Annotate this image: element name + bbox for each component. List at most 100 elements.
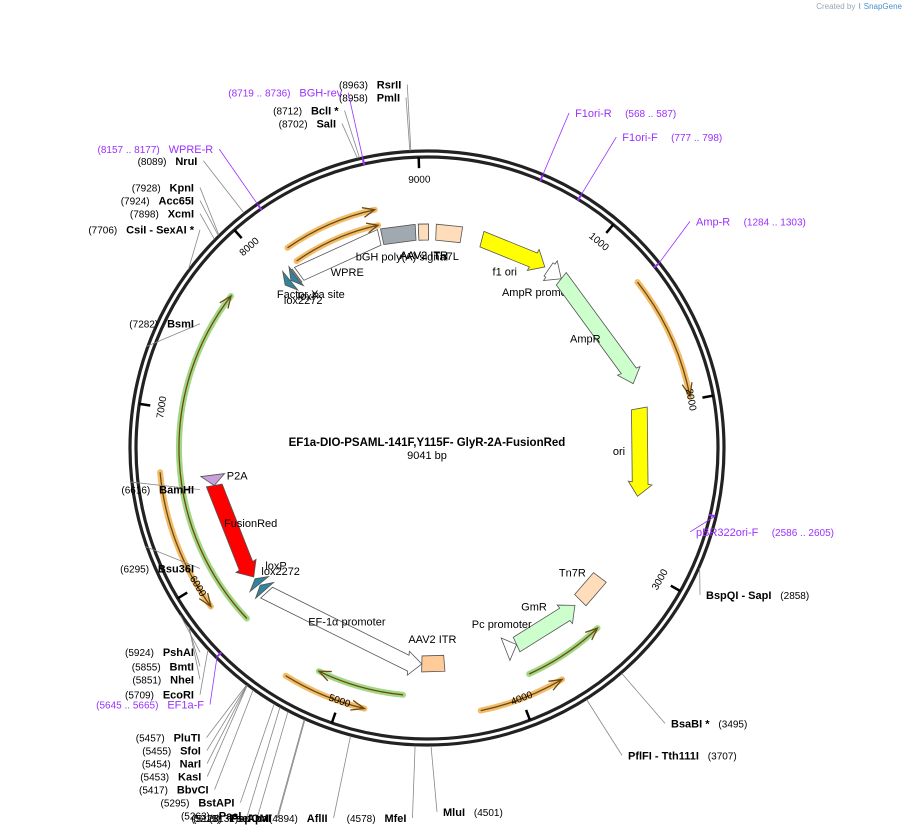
tick-label: 1000 [586,231,610,254]
site-name: SfoI [180,746,201,758]
site-leader-line [199,187,220,235]
site-name: Acc65I [159,196,194,208]
site-fsei: (5219) FseI [191,809,251,826]
site-position: (2858) [780,591,809,602]
site-sfoi: (5455) SfoI [142,742,201,759]
site-ecori: (5709) EcoRI [125,686,194,703]
feature-gmr [512,604,576,653]
site-name: PflFI - Tth111I [628,750,699,762]
feature-label: Factor Xa site [277,289,345,301]
site-position: (5924) [125,648,154,659]
site-position: (8702) [279,120,308,131]
site-leader-line [276,719,305,819]
site-name: Bsu36I [158,564,194,576]
primer-name: F1ori-F [622,132,658,144]
site-bspqi-sapi: BspQI - SapI (2858) [706,586,809,603]
site-name: MfeI [384,813,406,825]
site-pluti: (5457) PluTI [136,729,201,746]
primer-f1ori-r: F1ori-R (568 .. 587) [575,104,676,121]
primer-pbr322ori-f: pBR322ori-F (2586 .. 2605) [696,523,834,540]
site-leader-line [199,213,215,240]
site-mfei: (4578) MfeI [347,809,407,826]
orf-arrowhead [317,670,332,682]
site-mlui: MluI (4501) [443,803,503,820]
orf-arrowhead [548,678,564,691]
feature-label: Pc promoter [472,619,532,631]
primer-name: BGH-rev [299,88,342,100]
site-name: BstAPI [198,798,234,810]
site-pflfi-tth111i: PflFI - Tth111I (3707) [628,746,737,763]
feature-label: GmR [521,601,547,613]
site-position: (7282) [129,320,158,331]
orf-arc-core [287,209,375,249]
site-nrui: (8089) NruI [138,152,198,169]
site-leader-line [621,673,666,724]
site-leader-line [145,546,201,569]
site-bsmi: (7282) BsmI [129,315,194,332]
orf-arc-core [159,472,212,607]
feature-fusionred [205,483,257,578]
site-bmti: (5855) BmtI [132,657,194,674]
site-name: NarI [180,759,201,771]
site-position: (3707) [708,751,737,762]
orf-arc-core [636,281,691,397]
site-csii-sexai: (7706) CsiI - SexAI * [88,221,194,238]
site-leader-line [240,703,275,803]
snapgene-credit: Created by ⌇ SnapGene [816,2,902,11]
feature-aav2-itr [421,654,446,673]
site-name: PspOMI [231,813,272,825]
feature-label: Tn7L [434,251,459,263]
tick-mark [233,229,243,239]
site-position: (5851) [132,675,161,686]
site-position: (5709) [125,691,154,702]
orf-arrowhead [350,699,367,711]
feature-label: loxP [298,291,319,303]
site-position: (7928) [132,184,161,195]
site-xcmi: (7898) XcmI [130,205,194,222]
site-name: BspQI - SapI [706,590,771,602]
site-position: (5455) [142,747,171,758]
site-name: AflII [307,813,328,825]
tick-label: 2000 [683,388,698,412]
site-leader-line [146,323,201,347]
site-leader-line [188,229,201,270]
primer-ef1a-f: (5645 .. 5665) EF1a-F [96,696,204,713]
primer-name: EF1a-F [167,700,204,712]
orf-arrowhead [365,222,380,234]
site-position: (5263) [181,812,210,823]
site-position: (6295) [120,565,149,576]
orf-arc [282,672,368,712]
site-pspomi: (5128) PspOMI [193,809,272,826]
primer-mark [708,513,716,518]
primer-name: pBR322ori-F [696,527,759,539]
site-leader-line [214,689,254,790]
primer-mark [576,194,582,201]
site-name: MluI [443,807,465,819]
site-leader-line [199,649,209,695]
feature-tn7r [574,572,607,607]
site-name: XcmI [168,209,194,221]
site-position: (6616) [121,486,150,497]
site-leader-line [188,627,201,680]
site-name: PmlI [377,93,400,105]
feature-lox2272 [282,270,300,291]
primer-leader-line [209,656,218,705]
backbone [128,149,726,747]
primer-name: WPRE-R [169,144,214,156]
site-name: EcoRI [163,690,194,702]
backbone-inner-circle [134,155,720,741]
tick-label: 8000 [238,235,262,258]
site-leader-line [206,685,248,777]
feature-label: lox2272 [284,295,323,307]
site-position: (5132) [209,814,238,825]
feature-label: AmpR [570,333,601,345]
site-position: (5128) [193,814,222,825]
site-position: (5295) [161,799,190,810]
primer-range: (5645 .. 5665) [96,701,158,712]
site-name: NruI [175,156,197,168]
credit-prefix: Created by [816,2,856,11]
feature-ef-1-promoter [259,586,423,677]
site-bbvci: (5417) BbvCI [139,781,209,798]
site-position: (5457) [136,734,165,745]
site-position: (8958) [339,94,368,105]
